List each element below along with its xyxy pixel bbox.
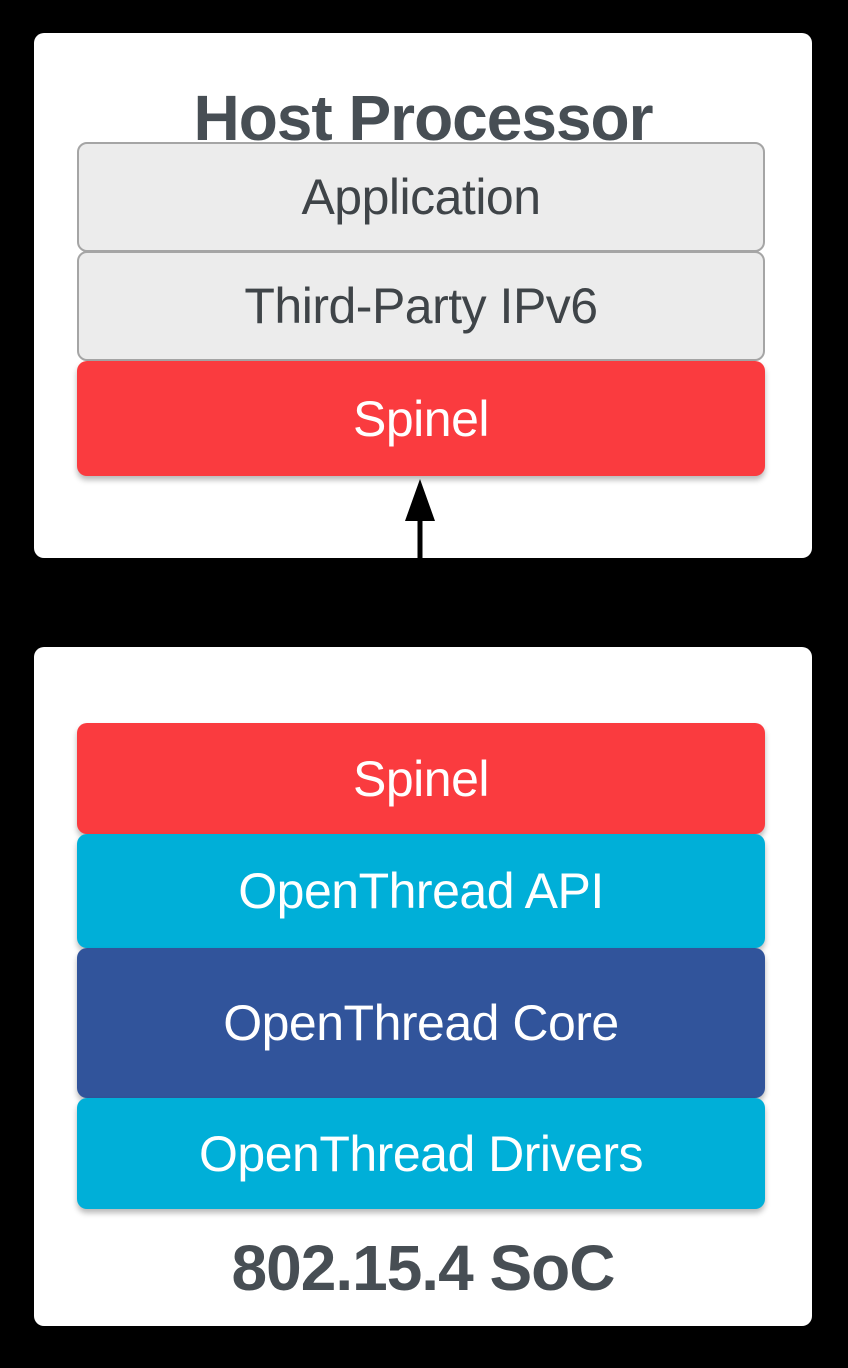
layer-third-party-ipv6-label: Third-Party IPv6 (244, 278, 598, 334)
layer-application: Application (77, 142, 765, 252)
layer-openthread-core: OpenThread Core (77, 948, 765, 1098)
layer-third-party-ipv6: Third-Party IPv6 (77, 251, 765, 361)
soc-layer-stack: Spinel OpenThread API OpenThread Core Op… (77, 723, 765, 1209)
layer-spinel-soc-label: Spinel (353, 750, 490, 807)
layer-openthread-core-label: OpenThread Core (223, 995, 619, 1051)
host-processor-card: Host Processor Application Third-Party I… (34, 33, 812, 558)
layer-application-label: Application (301, 169, 541, 225)
layer-openthread-drivers: OpenThread Drivers (77, 1098, 765, 1209)
soc-title: 802.15.4 SoC (231, 1232, 616, 1304)
layer-openthread-api-label: OpenThread API (238, 863, 604, 919)
layer-openthread-api: OpenThread API (77, 834, 765, 948)
layer-openthread-drivers-label: OpenThread Drivers (199, 1125, 643, 1182)
soc-card: Spinel OpenThread API OpenThread Core Op… (34, 647, 812, 1326)
layer-spinel-host-label: Spinel (353, 390, 490, 447)
layer-spinel-soc: Spinel (77, 723, 765, 834)
host-processor-layer-stack: Application Third-Party IPv6 Spinel (77, 142, 765, 476)
layer-spinel-host: Spinel (77, 361, 765, 476)
